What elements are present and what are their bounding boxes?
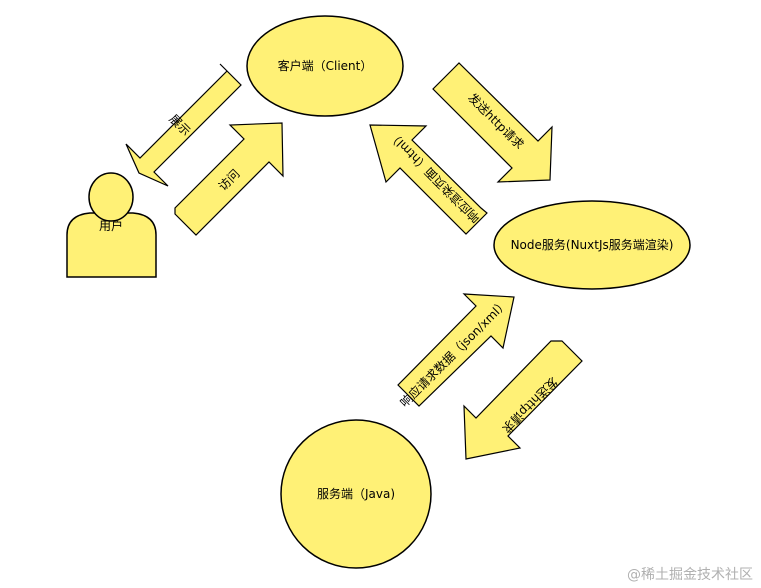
- send-http-arrow-1: 发送http请求: [432, 62, 553, 183]
- node-service-node: Node服务(NuxtJs服务端渲染): [493, 200, 691, 290]
- respond-html-arrow: 响应渲染页面（html）: [369, 124, 488, 235]
- node-service-label: Node服务(NuxtJs服务端渲染): [511, 237, 674, 252]
- respond-html-label: 响应渲染页面（html）: [385, 128, 483, 226]
- client-node: 客户端（Client）: [246, 15, 404, 117]
- server-node: 服务端（Java): [280, 419, 432, 569]
- send-http-arrow-2: 发送http请求: [463, 340, 583, 460]
- respond-data-label: 响应请求数据（json/xml）: [397, 296, 511, 410]
- user-icon: [66, 212, 157, 278]
- server-label: 服务端（Java): [317, 486, 395, 501]
- client-label: 客户端（Client）: [278, 58, 373, 73]
- user-label: 用户: [99, 218, 123, 233]
- visit-arrow: 访问: [174, 122, 284, 236]
- display-arrow: 展示: [125, 63, 242, 187]
- user-node: 用户: [66, 172, 157, 278]
- respond-data-arrow: 响应请求数据（json/xml）: [397, 293, 515, 410]
- watermark: @稀土掘金技术社区: [627, 567, 753, 583]
